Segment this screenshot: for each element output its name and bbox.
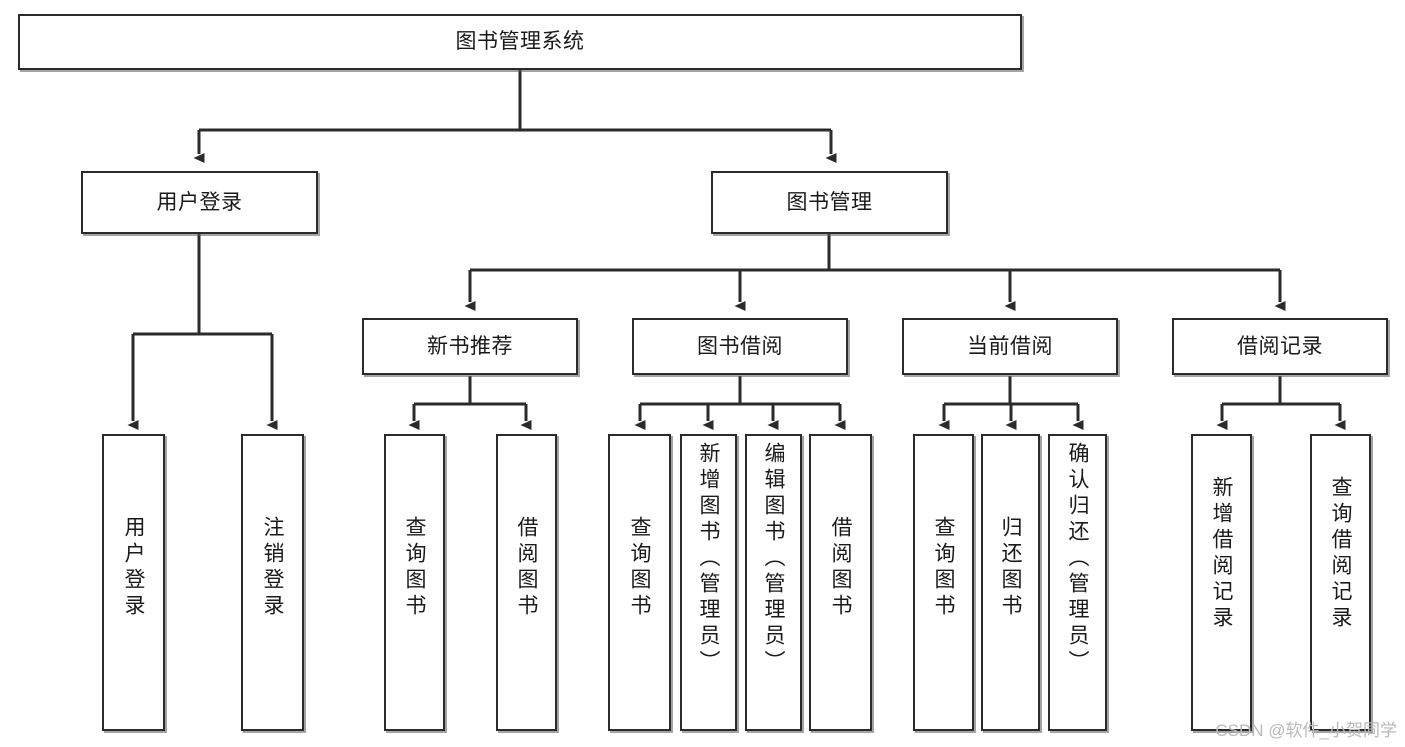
node-root[interactable]: 图书管理系统 bbox=[18, 14, 1022, 70]
node-leaf-query-book-1[interactable]: 查询图书 bbox=[384, 434, 445, 731]
node-leaf-query-book-2-label: 查询图书 bbox=[628, 516, 651, 620]
node-leaf-add-book-label: 新增图书（管理员） bbox=[697, 442, 720, 676]
node-leaf-borrow-book-2[interactable]: 借阅图书 bbox=[809, 434, 872, 731]
node-leaf-add-book[interactable]: 新增图书（管理员） bbox=[680, 434, 737, 731]
node-leaf-borrow-book-2-label: 借阅图书 bbox=[829, 516, 852, 620]
node-leaf-confirm-return-label: 确认归还（管理员） bbox=[1066, 442, 1089, 676]
node-leaf-user-logout-label: 注销登录 bbox=[261, 516, 284, 620]
node-current-borrow[interactable]: 当前借阅 bbox=[902, 318, 1118, 375]
node-leaf-query-book-3[interactable]: 查询图书 bbox=[913, 434, 974, 731]
node-leaf-user-login-label: 用户登录 bbox=[122, 516, 145, 620]
node-leaf-edit-book-label: 编辑图书（管理员） bbox=[762, 442, 785, 676]
node-new-book-recommend-label: 新书推荐 bbox=[427, 334, 513, 358]
node-borrow-record-label: 借阅记录 bbox=[1237, 334, 1323, 358]
node-leaf-user-logout[interactable]: 注销登录 bbox=[241, 434, 304, 731]
node-leaf-return-book-label: 归还图书 bbox=[999, 516, 1022, 620]
node-user-login-label: 用户登录 bbox=[156, 190, 243, 214]
node-user-login[interactable]: 用户登录 bbox=[81, 171, 318, 234]
node-leaf-user-login[interactable]: 用户登录 bbox=[102, 434, 165, 731]
node-leaf-query-record[interactable]: 查询借阅记录 bbox=[1310, 434, 1371, 731]
node-leaf-add-record[interactable]: 新增借阅记录 bbox=[1191, 434, 1252, 731]
node-new-book-recommend[interactable]: 新书推荐 bbox=[362, 318, 578, 375]
node-leaf-return-book[interactable]: 归还图书 bbox=[981, 434, 1040, 731]
node-leaf-borrow-book-1-label: 借阅图书 bbox=[515, 516, 538, 620]
node-leaf-query-book-2[interactable]: 查询图书 bbox=[608, 434, 671, 731]
node-leaf-borrow-book-1[interactable]: 借阅图书 bbox=[496, 434, 557, 731]
node-borrow-record[interactable]: 借阅记录 bbox=[1172, 318, 1388, 375]
node-current-borrow-label: 当前借阅 bbox=[967, 334, 1053, 358]
node-leaf-query-book-3-label: 查询图书 bbox=[932, 516, 955, 620]
node-leaf-edit-book[interactable]: 编辑图书（管理员） bbox=[745, 434, 802, 731]
node-leaf-query-record-label: 查询借阅记录 bbox=[1329, 476, 1352, 632]
node-book-borrow-label: 图书借阅 bbox=[697, 334, 783, 358]
node-book-borrow[interactable]: 图书借阅 bbox=[632, 318, 848, 375]
watermark-text: CSDN @软件_小贺同学 bbox=[1215, 721, 1397, 740]
node-root-label: 图书管理系统 bbox=[455, 30, 585, 54]
node-book-manage[interactable]: 图书管理 bbox=[711, 171, 948, 234]
node-leaf-confirm-return[interactable]: 确认归还（管理员） bbox=[1048, 434, 1107, 731]
node-book-manage-label: 图书管理 bbox=[786, 190, 873, 214]
node-leaf-add-record-label: 新增借阅记录 bbox=[1210, 476, 1233, 632]
node-leaf-query-book-1-label: 查询图书 bbox=[403, 516, 426, 620]
